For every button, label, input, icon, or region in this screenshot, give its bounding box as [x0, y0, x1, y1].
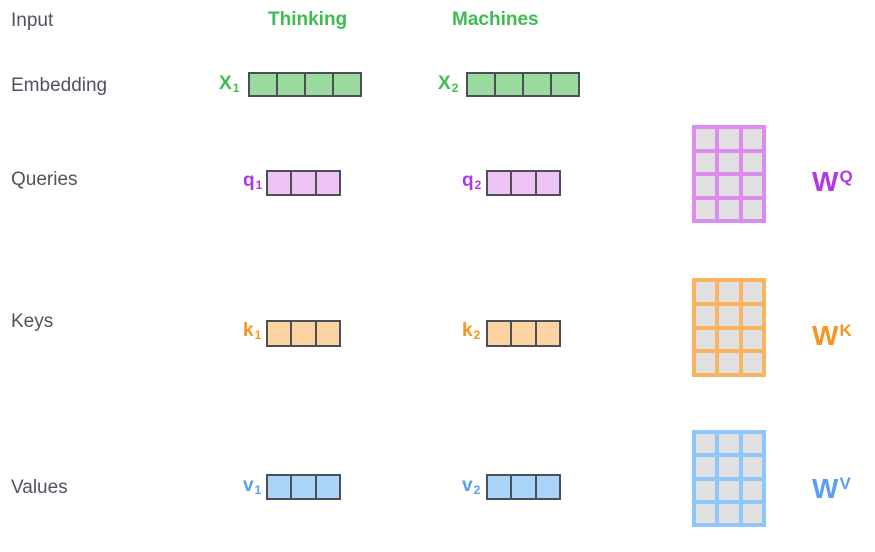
- cell: [742, 353, 762, 373]
- cell: [719, 199, 739, 219]
- query-vector-q2: [486, 170, 561, 196]
- cell: [536, 172, 559, 194]
- cell: [268, 322, 293, 345]
- cell: [316, 172, 339, 194]
- vector-label-q2: q2: [462, 170, 482, 192]
- vector-label-x2: X2: [438, 73, 459, 95]
- weight-matrix-label-wk: WK: [812, 320, 852, 351]
- cell: [552, 74, 578, 95]
- cell: [742, 199, 762, 219]
- cell: [719, 353, 739, 373]
- cell: [316, 322, 339, 345]
- weight-matrix-wk: [692, 278, 766, 377]
- cell: [719, 503, 739, 523]
- cell: [719, 480, 739, 500]
- vector-label-q1: q1: [243, 170, 263, 192]
- key-vector-k2: [486, 320, 561, 347]
- cell: [292, 172, 317, 194]
- cell: [742, 480, 762, 500]
- column-header-thinking: Thinking: [268, 9, 348, 30]
- row-label-queries: Queries: [11, 169, 78, 190]
- value-vector-v2: [486, 474, 561, 500]
- row-label-keys: Keys: [11, 311, 54, 332]
- cell: [742, 434, 762, 454]
- cell: [742, 457, 762, 477]
- cell: [742, 503, 762, 523]
- cell: [334, 74, 360, 95]
- cell: [696, 152, 716, 172]
- weight-matrix-wv: [692, 430, 766, 527]
- cell: [719, 152, 739, 172]
- row-label-values: Values: [11, 477, 68, 498]
- query-vector-q1: [266, 170, 341, 196]
- cell: [306, 74, 334, 95]
- cell: [742, 329, 762, 350]
- cell: [488, 476, 513, 498]
- cell: [696, 176, 716, 196]
- vector-label-x1: X1: [219, 73, 240, 95]
- cell: [719, 457, 739, 477]
- cell: [278, 74, 306, 95]
- cell: [696, 434, 716, 454]
- embedding-vector-x2: [466, 72, 580, 97]
- cell: [742, 305, 762, 326]
- cell: [696, 457, 716, 477]
- vector-label-v1: v1: [243, 475, 262, 497]
- cell: [696, 480, 716, 500]
- cell: [468, 74, 496, 95]
- cell: [696, 199, 716, 219]
- vector-label-k2: k2: [462, 320, 481, 342]
- cell: [719, 434, 739, 454]
- cell: [488, 172, 513, 194]
- cell: [250, 74, 278, 95]
- cell: [742, 282, 762, 302]
- row-label-embedding: Embedding: [11, 75, 108, 96]
- vector-label-v2: v2: [462, 475, 481, 497]
- cell: [292, 476, 317, 498]
- cell: [696, 329, 716, 350]
- weight-matrix-label-wq: WQ: [812, 166, 853, 197]
- value-vector-v1: [266, 474, 341, 500]
- weight-matrix-label-wv: WV: [812, 473, 851, 504]
- cell: [742, 152, 762, 172]
- vector-label-k1: k1: [243, 320, 262, 342]
- cell: [696, 282, 716, 302]
- cell: [512, 476, 537, 498]
- cell: [488, 322, 513, 345]
- key-vector-k1: [266, 320, 341, 347]
- cell: [696, 305, 716, 326]
- cell: [496, 74, 524, 95]
- cell: [696, 353, 716, 373]
- row-label-input: Input: [11, 10, 54, 31]
- cell: [512, 322, 537, 345]
- cell: [719, 305, 739, 326]
- embedding-vector-x1: [248, 72, 362, 97]
- cell: [512, 172, 537, 194]
- cell: [719, 129, 739, 149]
- cell: [719, 282, 739, 302]
- cell: [268, 172, 293, 194]
- cell: [696, 129, 716, 149]
- cell: [316, 476, 339, 498]
- cell: [268, 476, 293, 498]
- cell: [536, 476, 559, 498]
- cell: [524, 74, 552, 95]
- cell: [536, 322, 559, 345]
- weight-matrix-wq: [692, 125, 766, 223]
- cell: [719, 329, 739, 350]
- cell: [742, 176, 762, 196]
- cell: [719, 176, 739, 196]
- cell: [696, 503, 716, 523]
- cell: [742, 129, 762, 149]
- cell: [292, 322, 317, 345]
- column-header-machines: Machines: [452, 9, 539, 30]
